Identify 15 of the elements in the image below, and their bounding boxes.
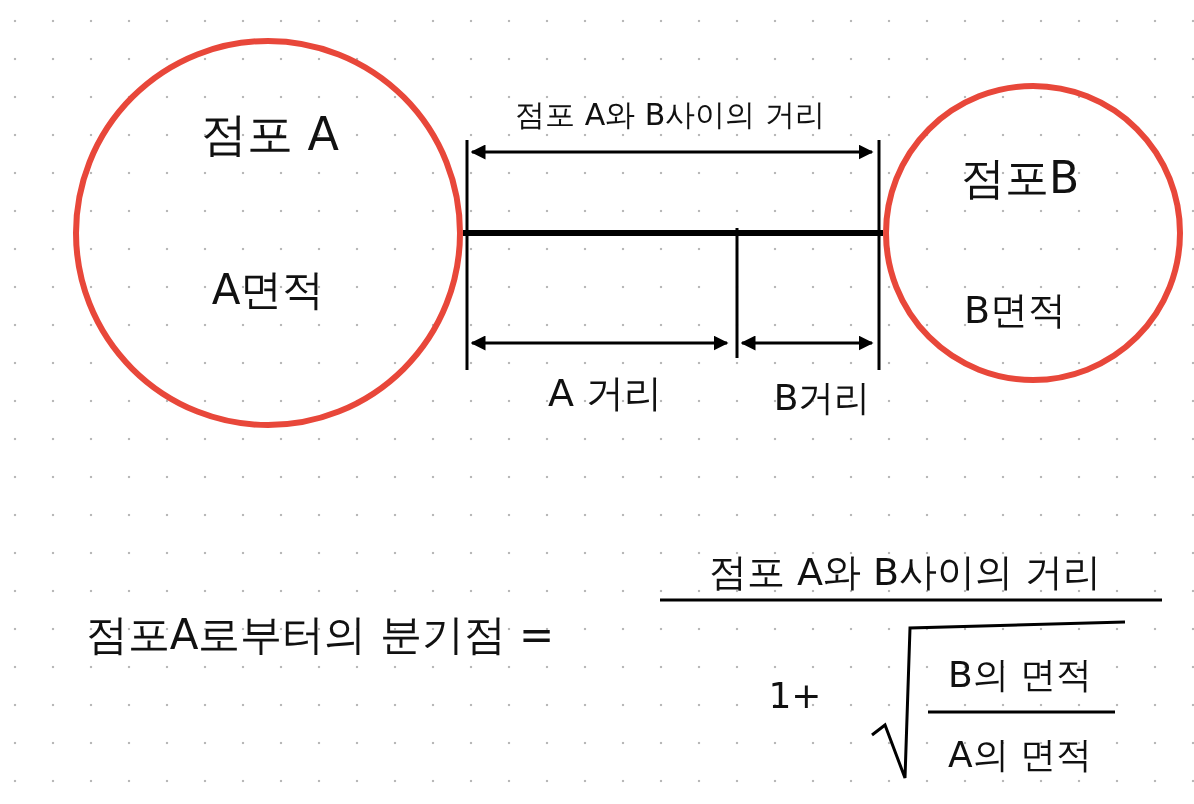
store-circle bbox=[73, 38, 463, 428]
store-name: 점포B bbox=[960, 150, 1080, 205]
dimension-label: A 거리 bbox=[547, 369, 663, 417]
formula-text: 점포 A와 B사이의 거리 bbox=[708, 548, 1102, 596]
formula-text: 점포A로부터의 분기점 = bbox=[85, 609, 555, 661]
store-name: 점포 A bbox=[200, 106, 340, 163]
formula-text: B의 면적 bbox=[947, 652, 1093, 697]
area-label: A면적 bbox=[211, 264, 325, 316]
dimension-label: B거리 bbox=[773, 375, 871, 420]
store-circle bbox=[883, 83, 1183, 383]
formula-text: 1+ bbox=[768, 674, 822, 716]
dimension-label: 점포 A와 B사이의 거리 bbox=[515, 95, 825, 134]
area-label: B면적 bbox=[963, 286, 1067, 334]
formula-text: A의 면적 bbox=[947, 732, 1093, 777]
connecting-line bbox=[463, 230, 883, 236]
